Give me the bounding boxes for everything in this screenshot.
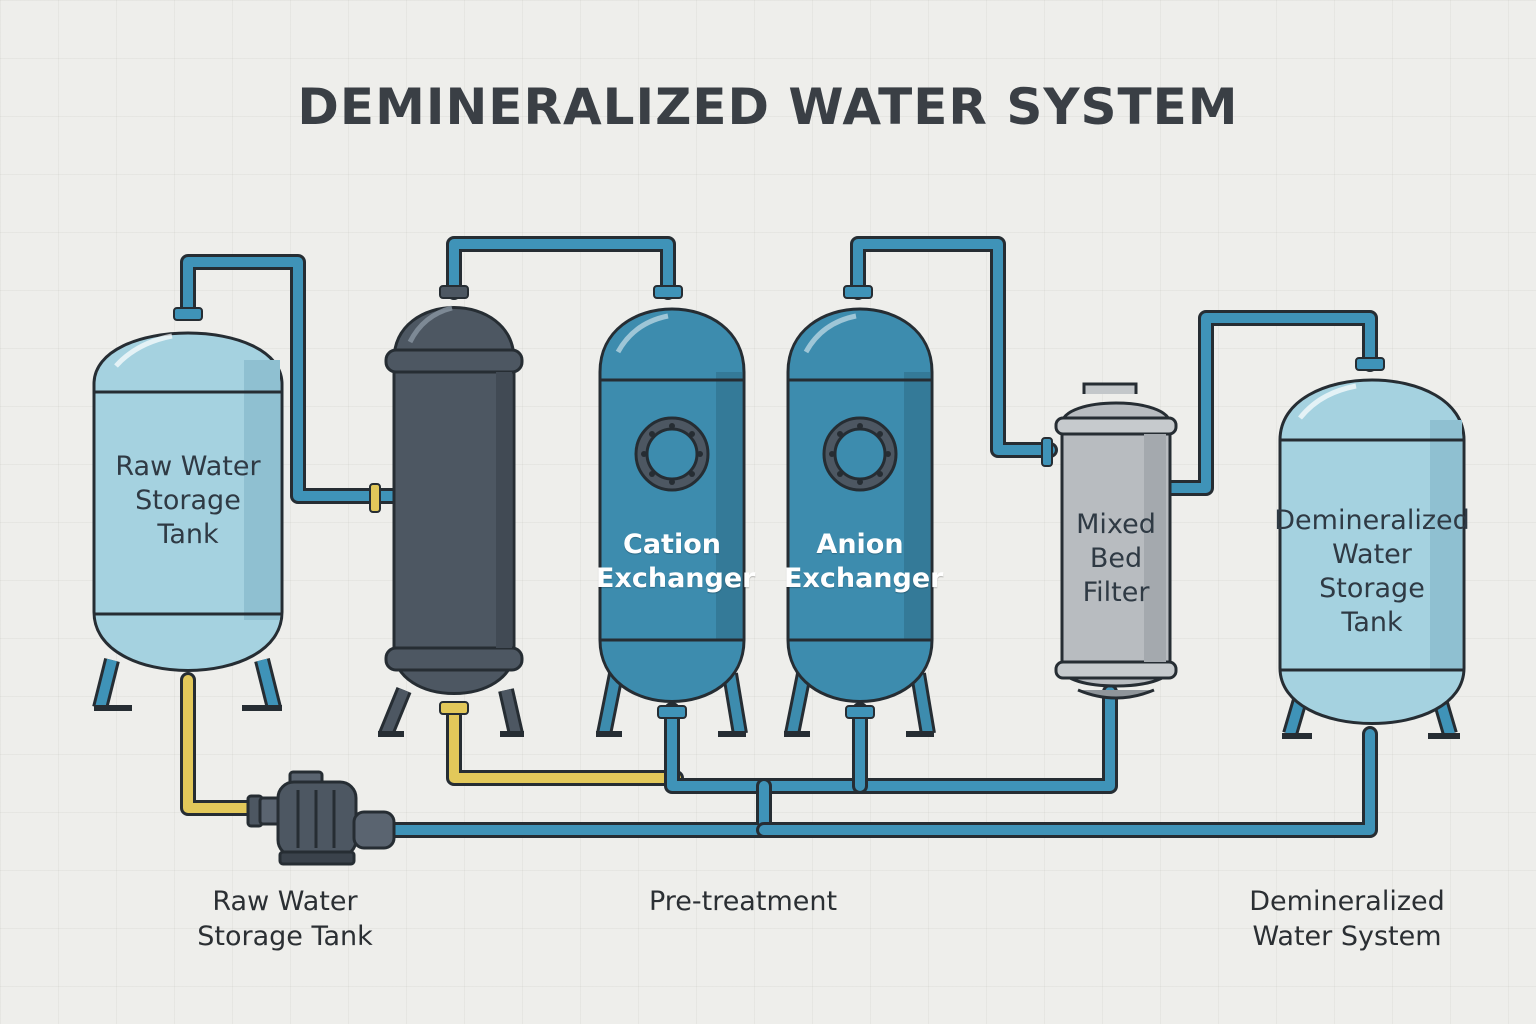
pipe-bottom-collector bbox=[664, 684, 1118, 794]
anion-exchanger-vessel bbox=[784, 307, 936, 737]
demin-tank-label: Demineralized Water Storage Tank bbox=[1274, 505, 1470, 638]
pump-icon bbox=[246, 770, 396, 866]
diagram-title: DEMINERALIZED WATER SYSTEM bbox=[297, 78, 1239, 136]
pipe-network bbox=[180, 236, 1378, 838]
pipe-filter-drain bbox=[446, 702, 684, 786]
demin-water-tank bbox=[1278, 378, 1466, 739]
mixed-bed-filter-vessel bbox=[1054, 382, 1178, 700]
cation-exchanger-label: Cation Exchanger bbox=[596, 529, 756, 594]
pipe-anion-to-mixedbed bbox=[850, 236, 1058, 458]
pipe-raw-to-filter bbox=[180, 254, 418, 504]
anion-exchanger-label: Anion Exchanger bbox=[784, 529, 944, 594]
mixed-bed-filter-label: Mixed Bed Filter bbox=[1076, 509, 1156, 608]
pipe-raw-to-pump bbox=[180, 672, 260, 816]
caption-raw-water: Raw Water Storage Tank bbox=[197, 886, 373, 952]
raw-water-tank-label: Raw Water Storage Tank bbox=[115, 451, 261, 550]
pipe-filter-to-cation bbox=[446, 236, 676, 300]
pretreatment-filter bbox=[378, 305, 524, 738]
cation-exchanger-vessel bbox=[596, 307, 748, 737]
pipe-mixedbed-to-demin bbox=[1160, 310, 1378, 496]
pipe-flanges bbox=[173, 285, 1385, 719]
caption-demin-system: Demineralized Water System bbox=[1249, 886, 1445, 952]
caption-pretreatment: Pre-treatment bbox=[648, 886, 838, 917]
raw-water-tank bbox=[92, 331, 284, 711]
pipe-pump-main-line bbox=[382, 726, 1378, 838]
